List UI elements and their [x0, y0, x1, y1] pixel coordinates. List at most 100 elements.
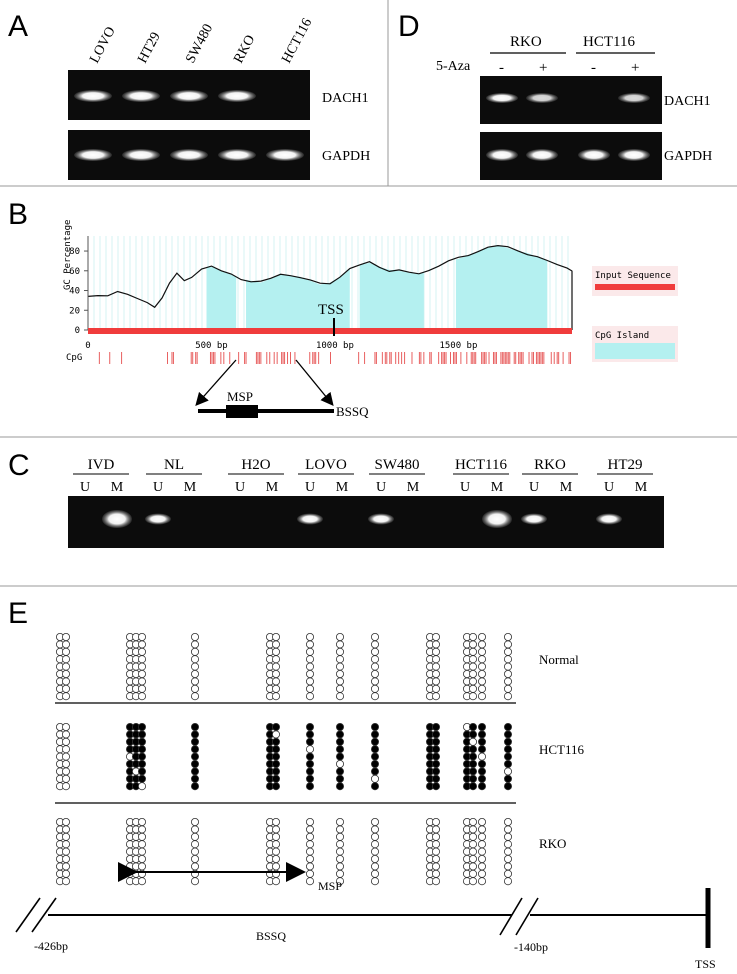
dach1-band — [170, 90, 208, 102]
cpg-methylation-circle — [305, 655, 314, 664]
cpg-methylation-circle — [62, 745, 71, 754]
cpg-methylation-circle — [335, 825, 344, 834]
cpg-methylation-circle — [370, 684, 379, 693]
cpg-methylation-circle — [190, 655, 199, 664]
cpg-methylation-circle — [62, 877, 71, 886]
cpg-methylation-circle — [137, 877, 146, 886]
row-label-normal: Normal — [539, 652, 579, 667]
y-axis-label: GC Percentage — [63, 220, 73, 290]
left-position-label: -426bp — [34, 939, 68, 953]
cpg-methylation-circle — [62, 723, 71, 732]
cpg-methylation-circle — [370, 782, 379, 791]
cpg-methylation-circle — [305, 633, 314, 642]
bssq-label-b: BSSQ — [336, 404, 369, 419]
cpg-methylation-circle — [503, 684, 512, 693]
label-a-gapdh: GAPDH — [322, 149, 370, 164]
cpg-methylation-circle — [431, 655, 440, 664]
cpg-methylation-circle — [305, 745, 314, 754]
lane-label: HCT116 — [279, 16, 315, 66]
cpg-methylation-circle — [477, 647, 486, 656]
cpg-methylation-circle — [305, 782, 314, 791]
cpg-methylation-circle — [190, 745, 199, 754]
cpg-methylation-circle — [62, 737, 71, 746]
cpg-methylation-circle — [137, 752, 146, 761]
cpg-methylation-circle — [468, 670, 477, 679]
cpg-methylation-circle — [271, 832, 280, 841]
um-label: M — [266, 480, 279, 495]
msp-label-b: MSP — [227, 389, 253, 404]
cpg-methylation-circle — [370, 723, 379, 732]
y-tick-label: 20 — [69, 306, 80, 316]
cpg-methylation-circle — [431, 869, 440, 878]
mid-position-label: -140bp — [514, 940, 548, 954]
sample-label: IVD — [88, 457, 115, 473]
pcr-band — [596, 513, 622, 525]
cpg-methylation-circle — [190, 818, 199, 827]
cpg-methylation-circle — [190, 662, 199, 671]
cpg-methylation-circle — [477, 730, 486, 739]
x-tick-label: 0 — [85, 341, 90, 351]
treatment-sign: - — [499, 60, 504, 76]
x-tick-label: 500 bp — [195, 341, 228, 351]
cpg-methylation-circle — [335, 752, 344, 761]
legend-input-box — [592, 266, 678, 296]
cpg-methylation-circle — [62, 869, 71, 878]
cpg-methylation-circle — [477, 855, 486, 864]
cpg-methylation-circle — [137, 692, 146, 701]
gapdh-band — [170, 149, 208, 161]
cpg-methylation-circle — [62, 670, 71, 679]
cpg-methylation-circle — [62, 818, 71, 827]
cpg-methylation-circle — [190, 840, 199, 849]
cpg-methylation-circle — [335, 670, 344, 679]
y-tick-label: 40 — [69, 287, 80, 297]
cpg-methylation-circle — [305, 862, 314, 871]
dach1-band — [122, 90, 160, 102]
cpg-methylation-circle — [335, 782, 344, 791]
cpg-methylation-circle — [190, 677, 199, 686]
cpg-methylation-circle — [503, 655, 512, 664]
cpg-methylation-circle — [431, 767, 440, 776]
um-label: M — [336, 480, 349, 495]
cpg-methylation-circle — [62, 647, 71, 656]
cpg-methylation-circle — [431, 684, 440, 693]
cpg-methylation-circle — [190, 737, 199, 746]
cpg-methylation-circle — [271, 752, 280, 761]
cpg-methylation-circle — [137, 677, 146, 686]
cpg-methylation-circle — [431, 633, 440, 642]
cpg-methylation-circle — [431, 677, 440, 686]
cpg-island-region — [206, 266, 237, 330]
gapdh-band — [122, 149, 160, 161]
cpg-methylation-circle — [370, 730, 379, 739]
cpg-methylation-circle — [305, 677, 314, 686]
cpg-methylation-circle — [370, 633, 379, 642]
cpg-methylation-circle — [335, 640, 344, 649]
cpg-methylation-circle — [62, 847, 71, 856]
cpg-methylation-circle — [271, 670, 280, 679]
cpg-methylation-circle — [190, 640, 199, 649]
cpg-methylation-circle — [431, 670, 440, 679]
input-sequence-bar — [88, 328, 572, 334]
cpg-methylation-circle — [431, 877, 440, 886]
cpg-methylation-circle — [137, 745, 146, 754]
um-label: M — [111, 480, 124, 495]
gapdh-band — [74, 149, 112, 161]
cpg-methylation-circle — [477, 840, 486, 849]
cpg-methylation-circle — [468, 855, 477, 864]
cpg-methylation-circle — [137, 840, 146, 849]
cpg-methylation-circle — [271, 692, 280, 701]
cpg-methylation-circle — [271, 877, 280, 886]
zoom-arrow-right — [295, 359, 334, 407]
cpg-methylation-circle — [305, 647, 314, 656]
cpg-methylation-circle — [190, 723, 199, 732]
cpg-methylation-circle — [305, 692, 314, 701]
cpg-methylation-circle — [431, 730, 440, 739]
cpg-methylation-circle — [335, 655, 344, 664]
cpg-methylation-circle — [271, 782, 280, 791]
cpg-methylation-circle — [468, 677, 477, 686]
um-label: M — [407, 480, 420, 495]
legend-island-text: CpG Island — [595, 331, 649, 341]
cpg-methylation-circle — [431, 825, 440, 834]
sample-label: HT29 — [608, 457, 643, 473]
cpg-methylation-circle — [137, 730, 146, 739]
lane-label: LOVO — [87, 24, 119, 65]
